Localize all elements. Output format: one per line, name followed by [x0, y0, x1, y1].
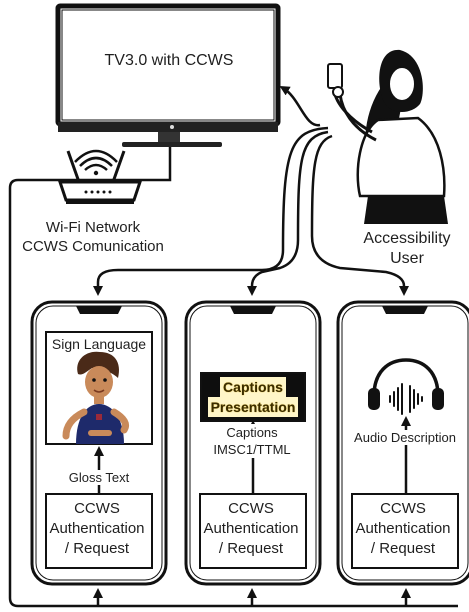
- tv-icon: [55, 3, 281, 147]
- ccws-request-box-1: CCWS Authentication / Request: [49, 500, 145, 557]
- sign-language-title: Sign Language: [51, 336, 147, 352]
- captions-format-line1: Captions: [206, 424, 298, 441]
- headphones-icon: [368, 358, 444, 415]
- ccws-request-box-3: CCWS Authentication / Request: [355, 500, 451, 557]
- network-label-line2: CCWS Comunication: [22, 238, 164, 255]
- router-icon: [57, 149, 143, 204]
- captions-presentation-box: Captions Presentation: [200, 372, 306, 422]
- audio-description-label: Audio Description: [344, 430, 466, 445]
- captions-title-line1: Captions: [220, 377, 286, 397]
- connections: [8, 85, 458, 608]
- captions-title-line2: Presentation: [207, 397, 299, 417]
- avatar-icon: [62, 351, 130, 444]
- network-label-line1: Wi-Fi Network: [45, 219, 141, 236]
- user-label-line2: User: [390, 250, 424, 267]
- captions-format-line2: IMSC1/TTML: [206, 441, 298, 458]
- user-label-line1: Accessibility: [363, 230, 451, 247]
- gloss-text-label: Gloss Text: [60, 470, 138, 485]
- ccws-request-box-2: CCWS Authentication / Request: [203, 500, 299, 557]
- user-icon: [327, 49, 448, 224]
- tv-label: TV3.0 with CCWS: [104, 52, 234, 69]
